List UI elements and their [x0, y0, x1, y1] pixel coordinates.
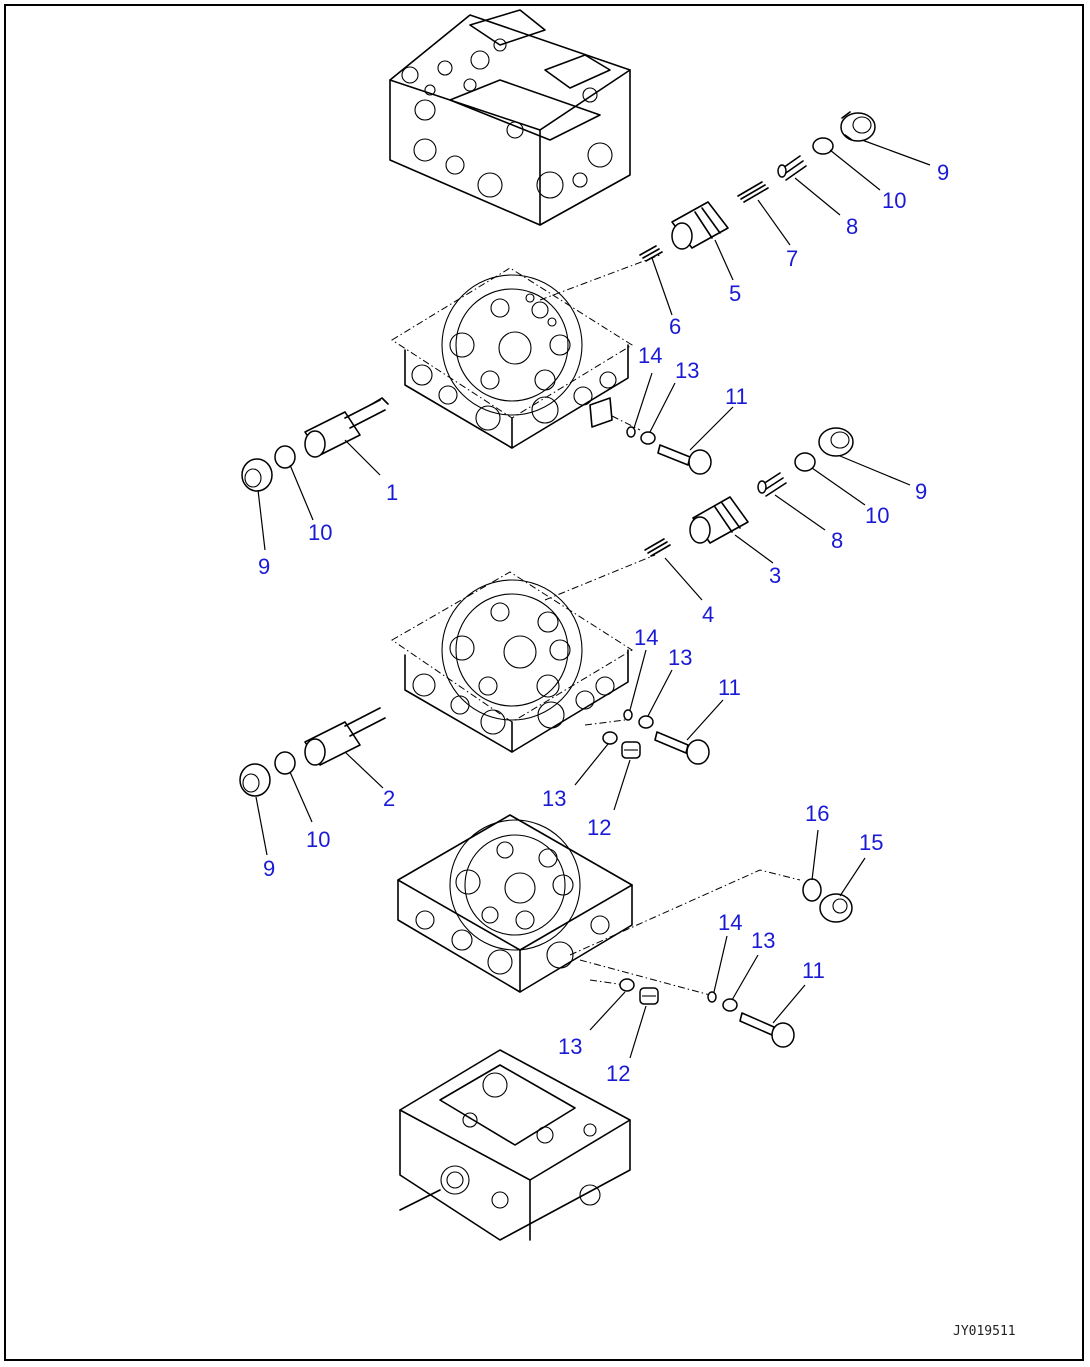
callout-10: 10: [306, 827, 330, 852]
callout-11: 11: [802, 958, 825, 983]
callout-3: 3: [769, 563, 781, 588]
top-end-cover: [389, 9, 631, 226]
callout-14: 14: [634, 625, 658, 650]
o-ring-part-13-b: [638, 715, 654, 729]
callout-15: 15: [859, 830, 883, 855]
drawing-code: JY019511: [953, 1324, 1016, 1339]
callout-9: 9: [258, 554, 270, 579]
bolt-part-11-b: [654, 731, 710, 765]
o-ring-part-10-a: [274, 445, 296, 469]
o-ring-part-10-b: [794, 452, 816, 472]
callout-9: 9: [937, 160, 949, 185]
callout-5: 5: [729, 281, 741, 306]
callout-14: 14: [638, 343, 662, 368]
valve-section-base: [397, 814, 801, 996]
callout-9: 9: [263, 856, 275, 881]
callout-16: 16: [805, 801, 829, 826]
callout-10: 10: [865, 503, 889, 528]
callout-8: 8: [831, 528, 843, 553]
callout-10: 10: [308, 520, 332, 545]
callout-6: 6: [669, 314, 681, 339]
callout-13: 13: [675, 358, 699, 383]
plug-part-9-c: [239, 763, 271, 797]
callout-13: 13: [668, 645, 692, 670]
callout-8: 8: [846, 214, 858, 239]
spring-part-8-b: [757, 472, 787, 497]
o-ring-part-14-b: [623, 709, 633, 721]
callout-13: 13: [542, 786, 566, 811]
callout-12: 12: [606, 1061, 630, 1086]
drawing-frame: [4, 4, 1084, 1361]
o-ring-part-13-a: [640, 431, 656, 445]
callout-9: 9: [915, 479, 927, 504]
o-ring-part-10-upper: [812, 137, 834, 155]
callout-13: 13: [751, 928, 775, 953]
o-ring-part-13-e: [619, 978, 635, 992]
o-ring-part-16: [802, 878, 822, 902]
callout-12: 12: [587, 815, 611, 840]
plug-part-9-b: [818, 427, 854, 457]
callout-1: 1: [386, 480, 398, 505]
o-ring-part-13-c: [602, 731, 618, 745]
bolt-part-11-a: [657, 444, 712, 475]
o-ring-part-14-a: [626, 426, 636, 438]
leader-lines: [255, 139, 931, 1059]
plug-part-15: [819, 893, 853, 923]
bolt-part-11-c: [739, 1012, 795, 1048]
spring-part-7: [737, 181, 769, 203]
valve-section-upper: [391, 254, 661, 449]
valve-spool-part-2: [304, 707, 386, 766]
callout-4: 4: [702, 602, 714, 627]
valve-spool-part-3: [689, 496, 749, 544]
callout-11: 11: [718, 675, 741, 700]
valve-spool-part-5: [671, 201, 729, 250]
callout-13: 13: [558, 1034, 582, 1059]
callout-2: 2: [383, 786, 395, 811]
plug-part-9-a: [241, 458, 273, 492]
spring-part-8-upper: [777, 155, 807, 181]
callout-7: 7: [786, 246, 798, 271]
plug-part-12-a: [621, 741, 641, 759]
callout-11: 11: [725, 384, 748, 409]
spring-part-4: [644, 538, 671, 557]
o-ring-part-13-d: [722, 998, 738, 1012]
spring-part-6: [639, 245, 663, 262]
valve-section-lower: [391, 554, 656, 753]
callout-10: 10: [882, 188, 906, 213]
callout-labels: 9 10 8 7 5 6 14 13 11 1 10 9 9 10 8 3 4 …: [258, 160, 949, 1086]
plug-part-12-b: [639, 987, 659, 1005]
valve-spool-part-1: [304, 397, 389, 458]
o-ring-part-10-c: [274, 751, 296, 775]
plug-part-9-upper: [840, 111, 876, 142]
o-ring-part-14-c: [707, 991, 717, 1003]
callout-14: 14: [718, 910, 742, 935]
bottom-end-cover: [399, 1049, 631, 1241]
